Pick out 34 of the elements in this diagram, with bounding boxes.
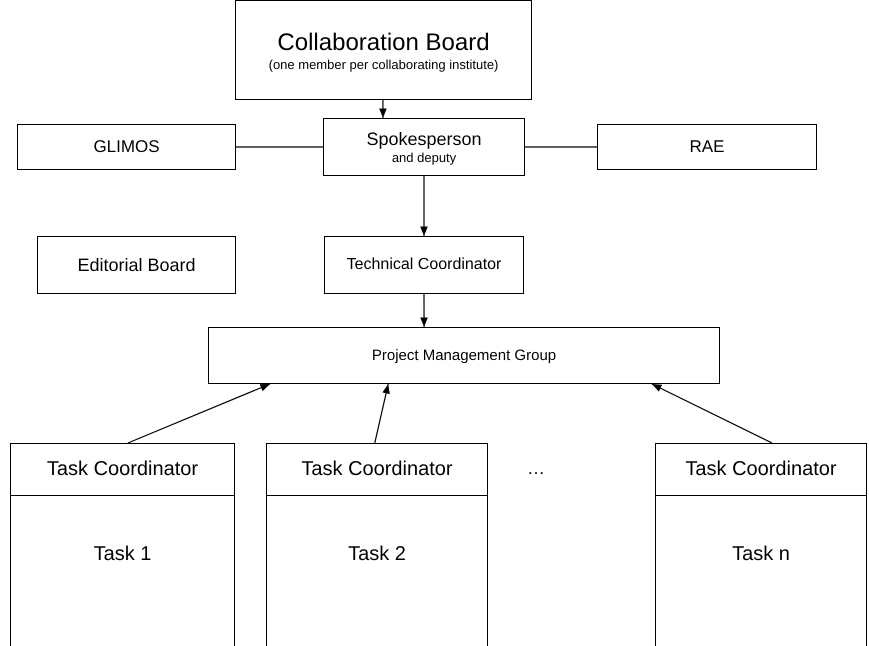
- box-subtitle: (one member per collaborating institute): [268, 56, 498, 72]
- box-title: Spokesperson: [366, 129, 482, 150]
- box-title: RAE: [690, 137, 724, 157]
- ellipsis: …: [527, 458, 545, 479]
- box-title: Collaboration Board: [277, 28, 490, 56]
- org-box: [17, 124, 236, 170]
- org-box: [324, 236, 524, 294]
- arrow: [128, 383, 270, 444]
- task-header: Task Coordinator: [11, 444, 234, 496]
- connector-line: [236, 146, 323, 148]
- box-subtitle: and deputy: [392, 150, 456, 165]
- org-box: [597, 124, 817, 170]
- arrow: [374, 384, 390, 444]
- box-title: Technical Coordinator: [346, 256, 502, 274]
- arrow: [420, 176, 428, 236]
- arrow: [652, 383, 772, 444]
- box-title: Project Management Group: [372, 347, 556, 364]
- task-header: Task Coordinator: [267, 444, 487, 496]
- arrow: [379, 100, 387, 118]
- task-name: Task 2: [347, 542, 407, 566]
- org-box: [323, 118, 525, 176]
- org-box: [208, 327, 720, 384]
- arrow: [420, 294, 428, 327]
- task-column: [266, 443, 488, 646]
- box-title: GLIMOS: [93, 137, 160, 157]
- org-box: [37, 236, 236, 294]
- task-name: Task n: [731, 542, 791, 566]
- box-title: Editorial Board: [77, 254, 196, 276]
- task-column: [10, 443, 235, 646]
- task-name: Task 1: [92, 542, 152, 566]
- org-box: [235, 0, 532, 100]
- task-header: Task Coordinator: [656, 444, 866, 496]
- connector-line: [525, 146, 597, 148]
- task-column: [655, 443, 867, 646]
